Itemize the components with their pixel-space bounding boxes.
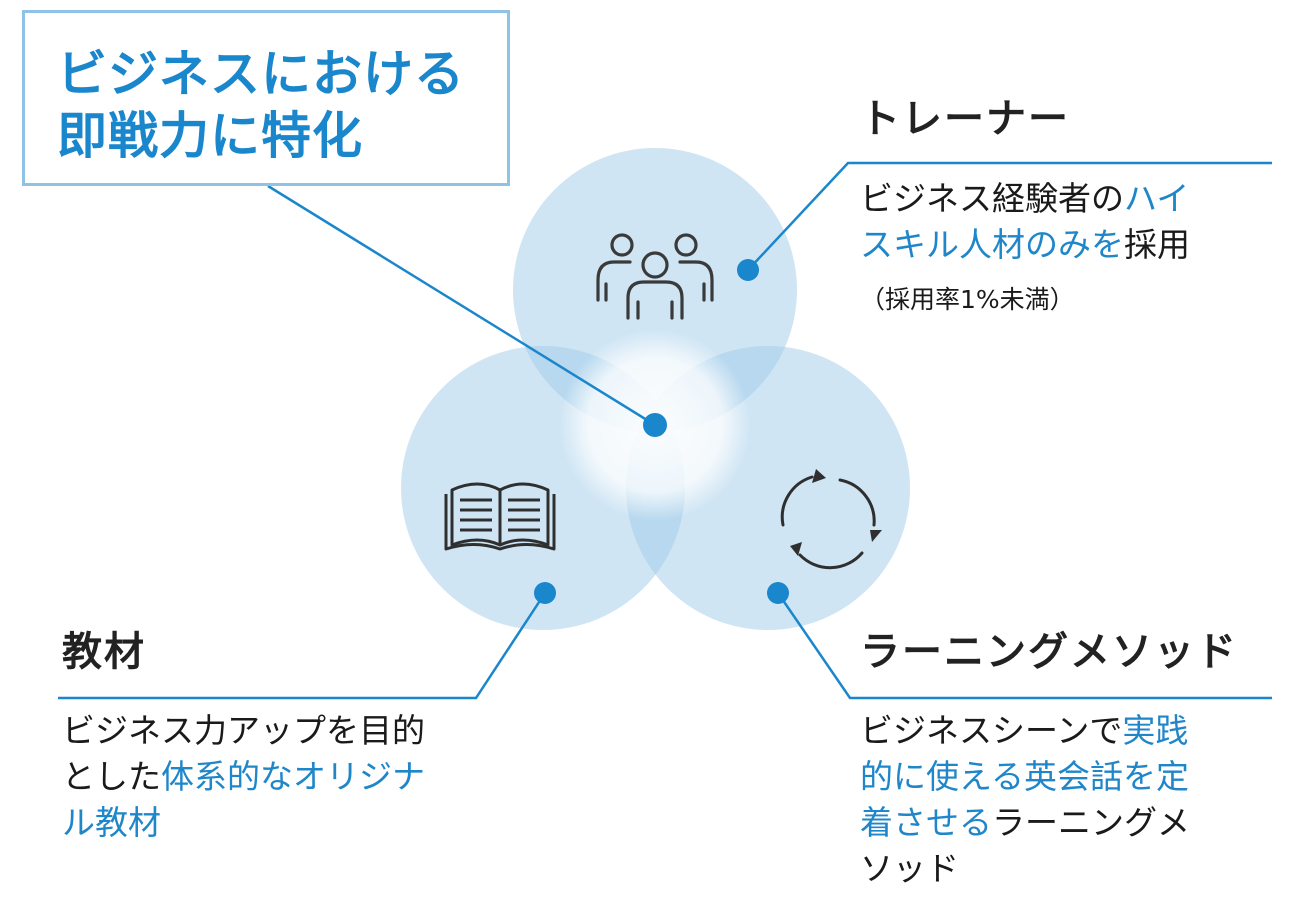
trainer-desc-highlight: ハイ xyxy=(1124,179,1190,218)
trainer-desc-highlight: スキル人材のみを xyxy=(860,225,1124,264)
connector-materials xyxy=(58,592,547,700)
materials-description: ビジネス力アップを目的 とした体系的なオリジナ ル教材 xyxy=(62,708,425,846)
dot-center xyxy=(643,413,667,437)
trainer-desc-text: 採用 xyxy=(1124,225,1190,264)
callout-line-1: ビジネスにおける xyxy=(57,45,465,103)
trainer-description: ビジネス経験者のハイ スキル人材のみを採用 xyxy=(860,176,1190,268)
materials-heading: 教材 xyxy=(62,629,146,675)
materials-desc-text: とした xyxy=(62,757,161,796)
materials-desc-highlight: 体系的なオリジナ xyxy=(161,757,425,796)
trainer-heading: トレーナー xyxy=(860,96,1070,142)
venn-circles xyxy=(401,148,910,630)
dot-method xyxy=(767,582,789,604)
connector-dots xyxy=(534,259,789,604)
callout-line-2: 即戦力に特化 xyxy=(57,107,363,165)
dot-materials xyxy=(534,582,556,604)
method-desc-text: ラーニングメ xyxy=(992,803,1190,842)
dot-trainer xyxy=(737,259,759,281)
materials-desc-line-3: ル教材 xyxy=(62,803,161,842)
connector-lines xyxy=(58,161,1272,700)
people-group-icon xyxy=(596,233,714,320)
trainer-desc-line-1: ビジネス経験者のハイ xyxy=(860,176,1190,222)
connector-method xyxy=(776,592,1272,700)
method-desc-line-1: ビジネスシーンで実践 xyxy=(860,708,1190,754)
trainer-note: （採用率1%未満） xyxy=(860,285,1075,314)
trainer-desc-text: ビジネス経験者の xyxy=(860,179,1124,218)
method-description: ビジネスシーンで実践 的に使える英会話を定 着させるラーニングメ ソッド xyxy=(860,708,1190,892)
method-heading: ラーニングメソッド xyxy=(860,629,1238,675)
method-desc-line-2: 的に使える英会話を定 xyxy=(860,757,1190,796)
materials-desc-line-1: ビジネス力アップを目的 xyxy=(62,711,425,750)
connector-trainer xyxy=(747,161,1272,271)
open-book-icon xyxy=(444,482,556,551)
method-desc-highlight: 着させる xyxy=(860,803,992,842)
method-desc-line-3: 着させるラーニングメ xyxy=(860,800,1190,846)
method-desc-text: ビジネスシーンで xyxy=(860,711,1123,750)
method-desc-line-4: ソッド xyxy=(860,849,959,888)
method-desc-highlight: 実践 xyxy=(1122,711,1189,750)
cycle-arrows-icon xyxy=(780,469,882,570)
trainer-desc-line-2: スキル人材のみを採用 xyxy=(860,222,1190,268)
materials-desc-line-2: とした体系的なオリジナ xyxy=(62,754,425,800)
feature-callout-box: ビジネスにおける 即戦力に特化 xyxy=(22,10,510,186)
connector-callout xyxy=(267,184,656,427)
